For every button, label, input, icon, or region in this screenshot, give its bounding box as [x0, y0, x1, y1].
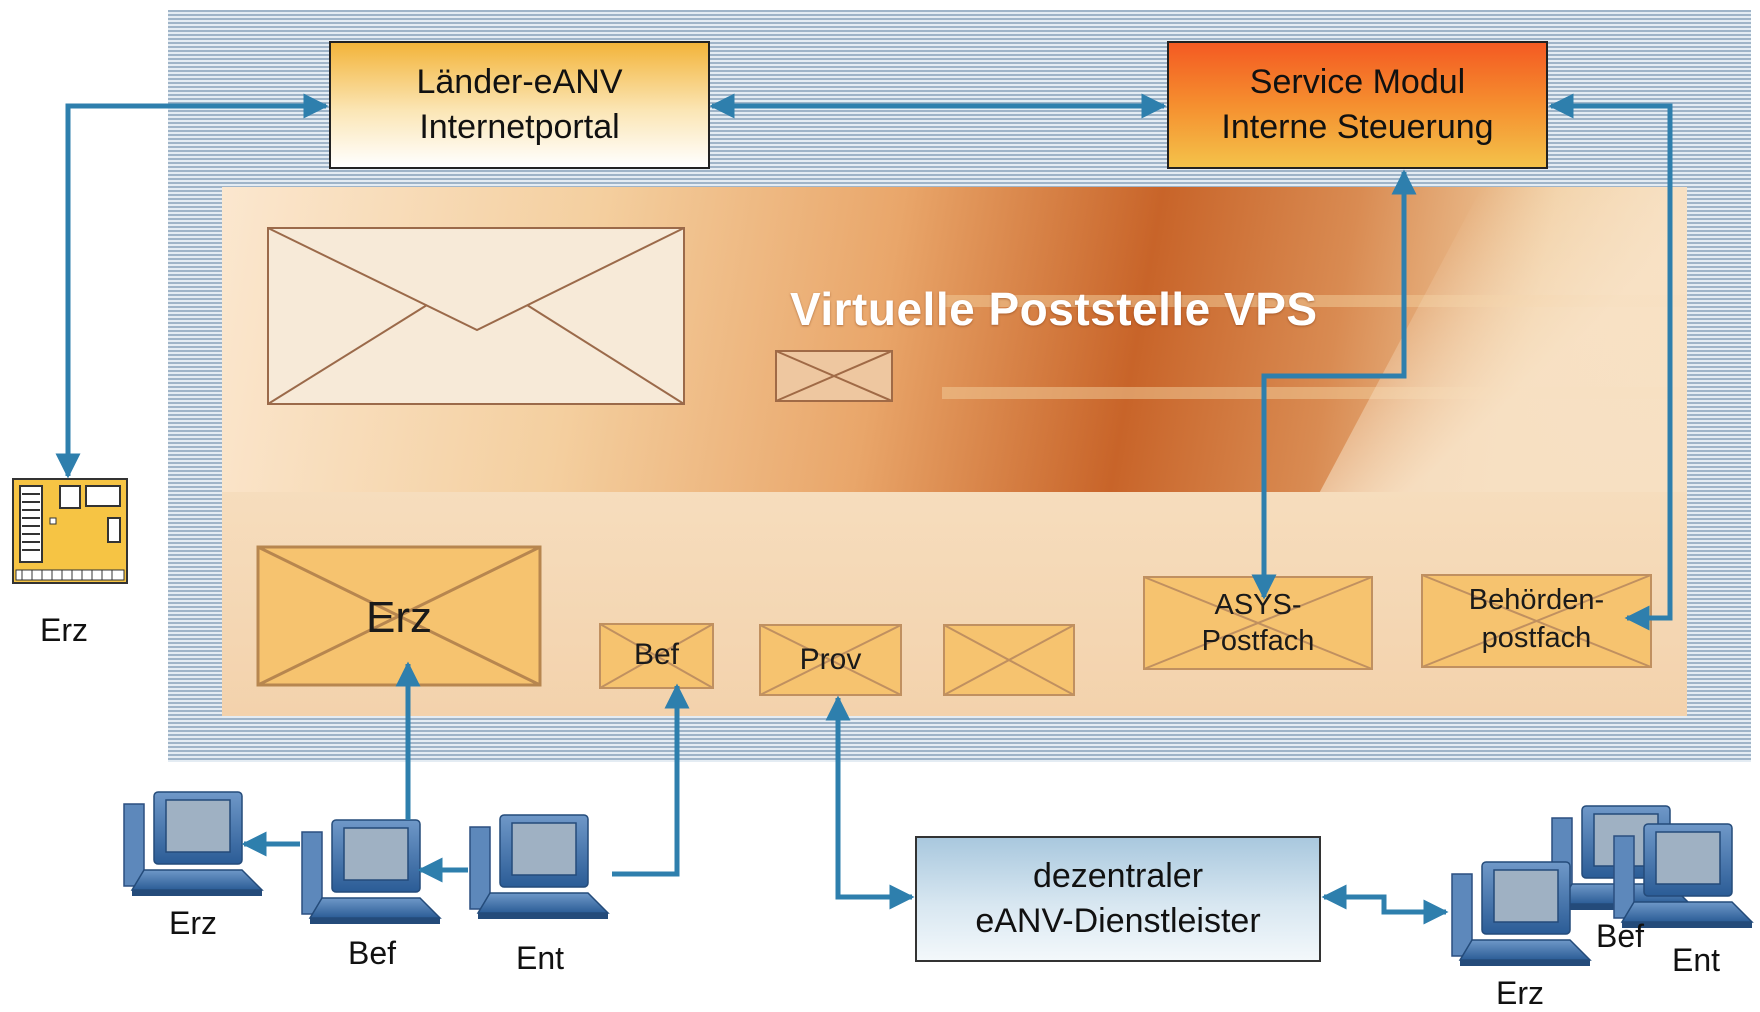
envelope-asys-label: ASYS- Postfach — [1201, 589, 1315, 657]
service-line2: Interne Steuerung — [1221, 108, 1494, 146]
pc-right-erz-label: Erz — [1496, 975, 1544, 1011]
dienst-line2: eANV-Dienstleister — [975, 902, 1261, 940]
dezentraler-dienstleister-box[interactable]: dezentraler eANV-Dienstleister — [915, 836, 1321, 962]
arrow-dienstleister-pcs — [1321, 884, 1449, 925]
dienst-line1: dezentraler — [1032, 857, 1204, 895]
portal-line2: Internetportal — [419, 108, 620, 146]
portal-line1: Länder-eANV — [416, 63, 623, 101]
pc-erz-label: Erz — [169, 905, 217, 941]
pc-ent-label: Ent — [516, 940, 565, 976]
device-erz-label: Erz — [40, 612, 88, 648]
arrow-service-behoerden — [1548, 93, 1673, 631]
service-modul-box[interactable]: Service Modul Interne Steuerung — [1167, 41, 1548, 169]
decorative-envelope-small — [775, 350, 893, 402]
envelope-empty — [943, 624, 1075, 696]
envelope-prov[interactable]: Prov — [758, 623, 903, 697]
envelope-bef[interactable]: Bef — [598, 622, 715, 690]
envelope-bef-label: Bef — [633, 638, 680, 671]
service-line1: Service Modul — [1249, 63, 1466, 101]
arrow-service-asys — [1251, 169, 1417, 600]
pc-right-ent-label: Ent — [1672, 942, 1721, 978]
card-reader-device-icon — [12, 478, 128, 584]
arrow-prov-dienstleister — [825, 695, 915, 910]
arrow-ent-bef-envelope — [612, 683, 690, 877]
vps-title: Virtuelle Poststelle VPS — [790, 283, 1318, 335]
arrow-portal-device — [55, 93, 329, 479]
pc-bef-label: Bef — [348, 935, 397, 971]
laender-eanv-portal-box[interactable]: Länder-eANV Internetportal — [329, 41, 710, 169]
pc-right-bef-label: Bef — [1596, 918, 1645, 954]
envelope-prov-label: Prov — [799, 643, 862, 676]
envelope-erz-label: Erz — [366, 593, 432, 642]
